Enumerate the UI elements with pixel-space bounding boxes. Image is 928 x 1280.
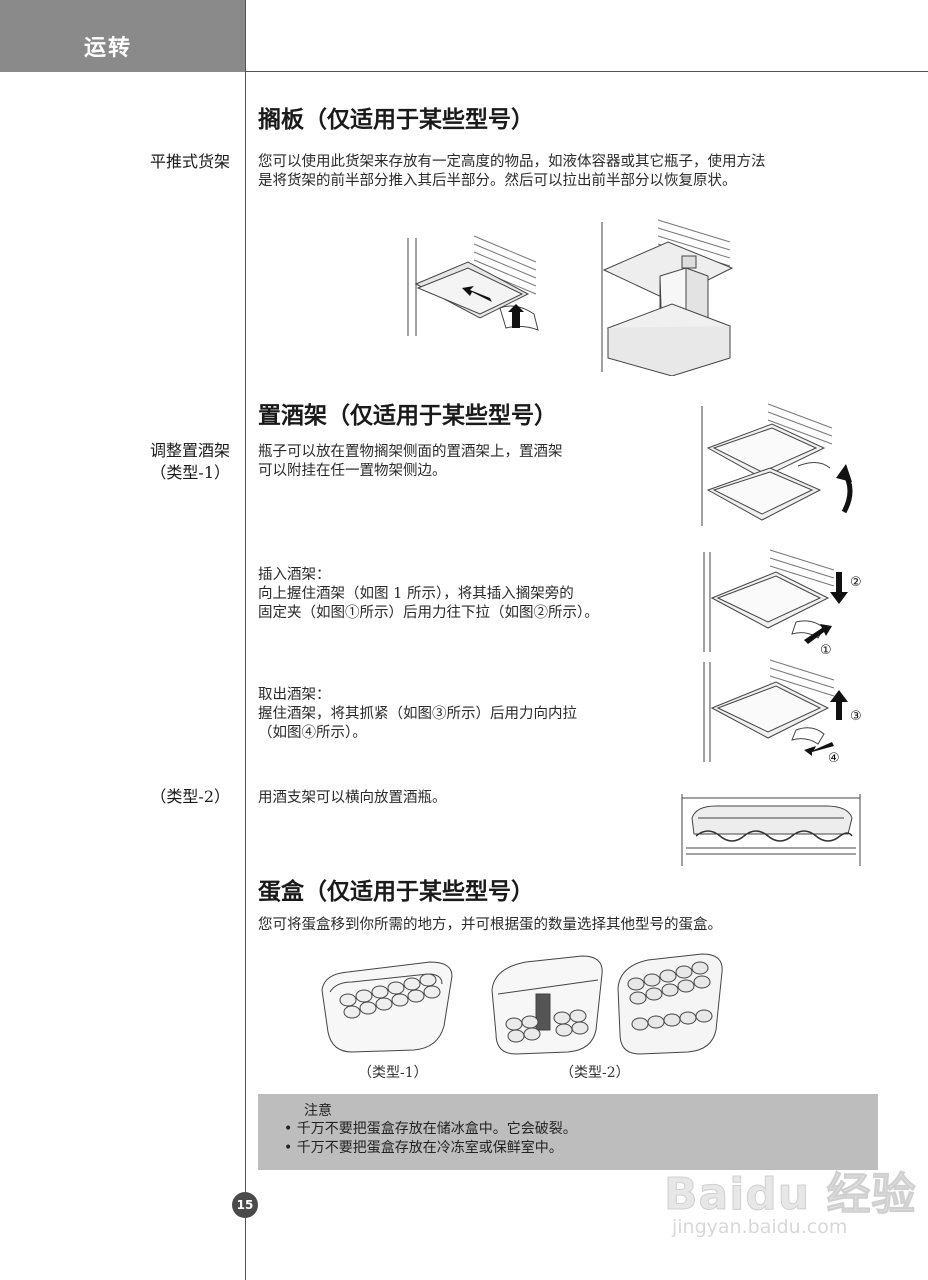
wine-rack-intro-line: 瓶子可以放在置物搁架侧面的置酒架上，置酒架 xyxy=(258,444,563,460)
baidu-watermark: Baidu 经验 jingyan.baidu.com xyxy=(663,1136,915,1246)
wine-rack-attach-illustration xyxy=(701,403,853,526)
shelf-side-label: 平推式货架 xyxy=(149,152,230,171)
wine-rack-remove-illustration: ③ ④ xyxy=(703,659,862,766)
marker-3: ③ xyxy=(850,709,862,724)
wine-rack-insert-line: 固定夹（如图①所示）后用力往下拉（如图②所示）。 xyxy=(258,605,599,621)
wine-rack-type2-label: （类型-2） xyxy=(150,787,230,806)
egg-box-caption-type1: （类型-1） xyxy=(358,1065,428,1081)
caution-box: 注意 千万不要把蛋盒存放在储冰盒中。它会破裂。 千万不要把蛋盒存放在冷冻室或保鲜… xyxy=(258,1094,878,1170)
egg-box-heading: 蛋盒（仅适用于某些型号） xyxy=(258,879,534,905)
shelf-heading: 搁板（仅适用于某些型号） xyxy=(258,107,534,133)
slide-shelf-push-illustration xyxy=(407,235,539,336)
wine-rack-type1-label: 调整置酒架 （类型-1） xyxy=(150,440,230,484)
section-tab-label: 运转 xyxy=(84,36,133,61)
marker-2: ② xyxy=(850,575,862,590)
caution-title: 注意 xyxy=(304,1103,332,1119)
wine-rack-remove-line: 握住酒架，将其抓紧（如图③所示）后用力向内拉 xyxy=(258,706,577,722)
egg-box-type2-open-illustration xyxy=(617,953,723,1055)
wine-rack-heading: 置酒架（仅适用于某些型号） xyxy=(258,403,557,429)
wine-rack-remove: 取出酒架： 握住酒架，将其抓紧（如图③所示）后用力向内拉 （如图④所示）。 xyxy=(258,686,577,743)
wine-rack-remove-line: 取出酒架： xyxy=(258,687,331,703)
shelf-body-line: 是将货架的前半部分推入其后半部分。然后可以拉出前半部分以恢复原状。 xyxy=(258,173,737,189)
shelf-body: 您可以使用此货架来存放有一定高度的物品，如液体容器或其它瓶子，使用方法 是将货架… xyxy=(258,153,766,191)
egg-box-type1-illustration xyxy=(321,961,453,1053)
wine-holder-illustration xyxy=(681,794,861,866)
wine-rack-intro: 瓶子可以放在置物搁架侧面的置酒架上，置酒架 可以附挂在任一置物架侧边。 xyxy=(258,443,563,481)
section-tab: 运转 xyxy=(0,0,246,72)
egg-box-type2-closed-illustration xyxy=(491,955,603,1055)
marker-1: ① xyxy=(820,643,832,656)
wine-rack-insert-line: 插入酒架： xyxy=(258,567,331,583)
wine-rack-type1-label-line: （类型-1） xyxy=(150,463,230,482)
egg-box-body: 您可将蛋盒移到你所需的地方，并可根据蛋的数量选择其他型号的蛋盒。 xyxy=(258,917,722,933)
wine-rack-remove-line: （如图④所示）。 xyxy=(258,725,367,741)
watermark-logo: Baidu 经验 xyxy=(663,1169,917,1221)
caution-item: 千万不要把蛋盒存放在冷冻室或保鲜室中。 xyxy=(284,1139,577,1158)
caution-item: 千万不要把蛋盒存放在储冰盒中。它会破裂。 xyxy=(284,1120,577,1139)
header-rule xyxy=(246,71,928,72)
marker-4: ④ xyxy=(828,751,840,766)
shelf-body-line: 您可以使用此货架来存放有一定高度的物品，如液体容器或其它瓶子，使用方法 xyxy=(258,154,766,170)
wine-rack-insert-illustration: ② ① xyxy=(703,549,862,656)
egg-box-caption-type2: （类型-2） xyxy=(560,1065,630,1081)
bottle-shelf-illustration xyxy=(601,219,734,376)
page-number: 15 xyxy=(232,1192,258,1218)
wine-rack-type1-label-line: 调整置酒架 xyxy=(149,441,230,460)
wine-rack-insert: 插入酒架： 向上握住酒架（如图 1 所示），将其插入搁架旁的 固定夹（如图①所示… xyxy=(258,566,599,623)
watermark-url: jingyan.baidu.com xyxy=(672,1216,848,1238)
margin-rule xyxy=(245,0,246,1280)
wine-rack-intro-line: 可以附挂在任一置物架侧边。 xyxy=(258,463,447,479)
caution-list: 千万不要把蛋盒存放在储冰盒中。它会破裂。 千万不要把蛋盒存放在冷冻室或保鲜室中。 xyxy=(284,1120,577,1158)
wine-rack-type2-text: 用酒支架可以横向放置酒瓶。 xyxy=(258,790,447,806)
wine-rack-insert-line: 向上握住酒架（如图 1 所示），将其插入搁架旁的 xyxy=(258,586,574,602)
